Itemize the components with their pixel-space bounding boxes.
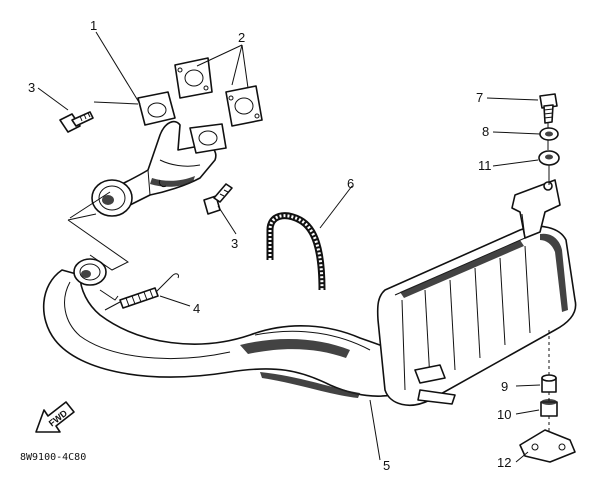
callout-11: 11 (478, 158, 492, 173)
muffler-body (376, 179, 577, 406)
bolt-part-3a (59, 111, 94, 133)
grommet-part-11 (538, 150, 560, 166)
callout-7: 7 (476, 90, 483, 105)
spring-part-4 (104, 273, 179, 311)
forward-direction-arrow: FWD (35, 401, 75, 433)
exhaust-header-part-1 (91, 91, 227, 217)
damper-part-10 (540, 399, 558, 417)
collar-part-9 (541, 374, 557, 393)
exhaust-pipe-part-5 (42, 258, 416, 398)
drawing-code: 8W9100-4C80 (20, 452, 86, 463)
callout-8: 8 (482, 124, 489, 139)
callout-3-top: 3 (28, 80, 35, 95)
callout-12: 12 (497, 455, 511, 470)
seal-strip-part-6 (266, 212, 326, 291)
callout-4: 4 (193, 301, 200, 316)
callout-1: 1 (90, 18, 97, 33)
callout-9: 9 (501, 379, 508, 394)
callout-6: 6 (347, 176, 354, 191)
bolt-part-3b (203, 183, 233, 215)
callout-3-bottom: 3 (231, 236, 238, 251)
callout-2: 2 (238, 30, 245, 45)
gasket-part-2 (174, 57, 263, 127)
washer-part-8 (539, 127, 559, 141)
callout-10: 10 (497, 407, 511, 422)
bolt-part-7 (539, 93, 558, 124)
callout-5: 5 (383, 458, 390, 473)
leader-lines (37, 31, 550, 463)
bracket-part-12 (519, 429, 576, 463)
